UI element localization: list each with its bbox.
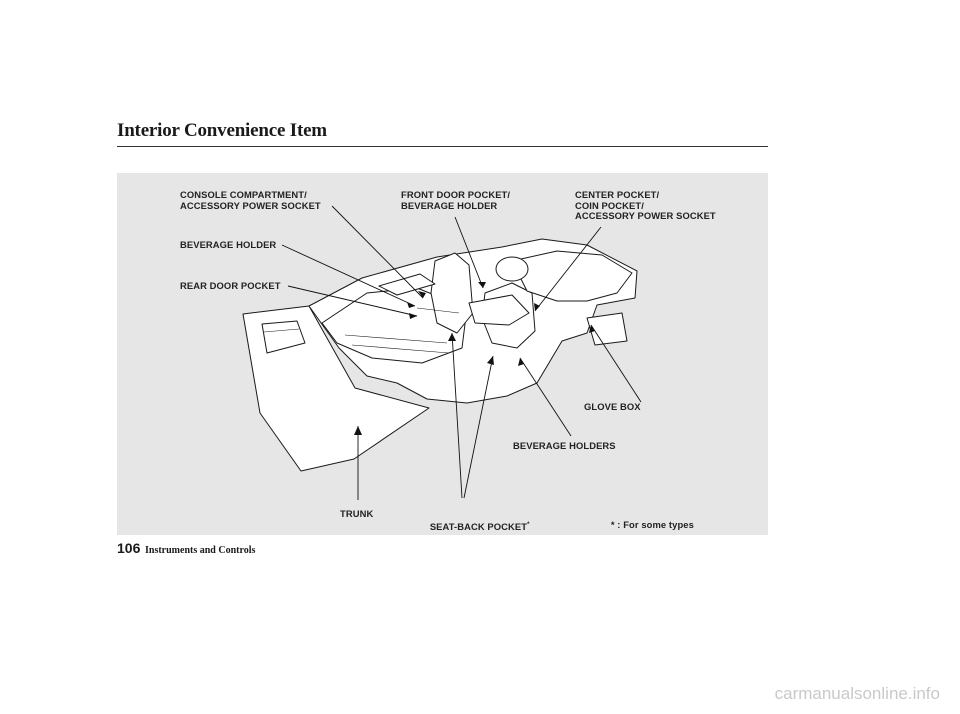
interior-diagram: CONSOLE COMPARTMENT/ ACCESSORY POWER SOC… xyxy=(117,173,768,535)
label-rear-door-pocket: REAR DOOR POCKET xyxy=(180,280,281,291)
note-text: : For some types xyxy=(614,518,694,530)
right-door xyxy=(586,312,628,346)
car-interior-illustration xyxy=(242,205,642,500)
label-trunk: TRUNK xyxy=(340,508,374,519)
watermark: carmanualsonline.info xyxy=(774,684,940,703)
title-divider xyxy=(117,146,768,147)
label-console-compartment: CONSOLE COMPARTMENT/ ACCESSORY POWER SOC… xyxy=(180,189,321,211)
rear-shelf xyxy=(378,273,436,296)
label-beverage-holder: BEVERAGE HOLDER xyxy=(180,239,277,250)
label-center-pocket: CENTER POCKET/ COIN POCKET/ ACCESSORY PO… xyxy=(575,189,716,221)
label-beverage-holders: BEVERAGE HOLDERS xyxy=(513,440,616,451)
label-seat-back-pocket: SEAT-BACK POCKET* xyxy=(419,509,530,543)
note-asterisk: * xyxy=(610,518,615,530)
center-console xyxy=(468,294,530,326)
page-number: 106 xyxy=(117,540,141,556)
steering-wheel xyxy=(495,256,529,282)
section-name: Instruments and Controls xyxy=(145,545,256,556)
label-glove-box: GLOVE BOX xyxy=(584,401,641,412)
page-title: Interior Convenience Item xyxy=(117,120,327,141)
seat-back-asterisk: * xyxy=(527,521,530,528)
seat-back-pocket-text: SEAT-BACK POCKET xyxy=(429,520,528,532)
label-front-door-pocket: FRONT DOOR POCKET/ BEVERAGE HOLDER xyxy=(401,189,511,211)
dashboard xyxy=(511,250,633,302)
left-door xyxy=(261,320,306,354)
front-seat-left xyxy=(430,252,474,334)
legend-note: * : For some types xyxy=(600,509,694,541)
